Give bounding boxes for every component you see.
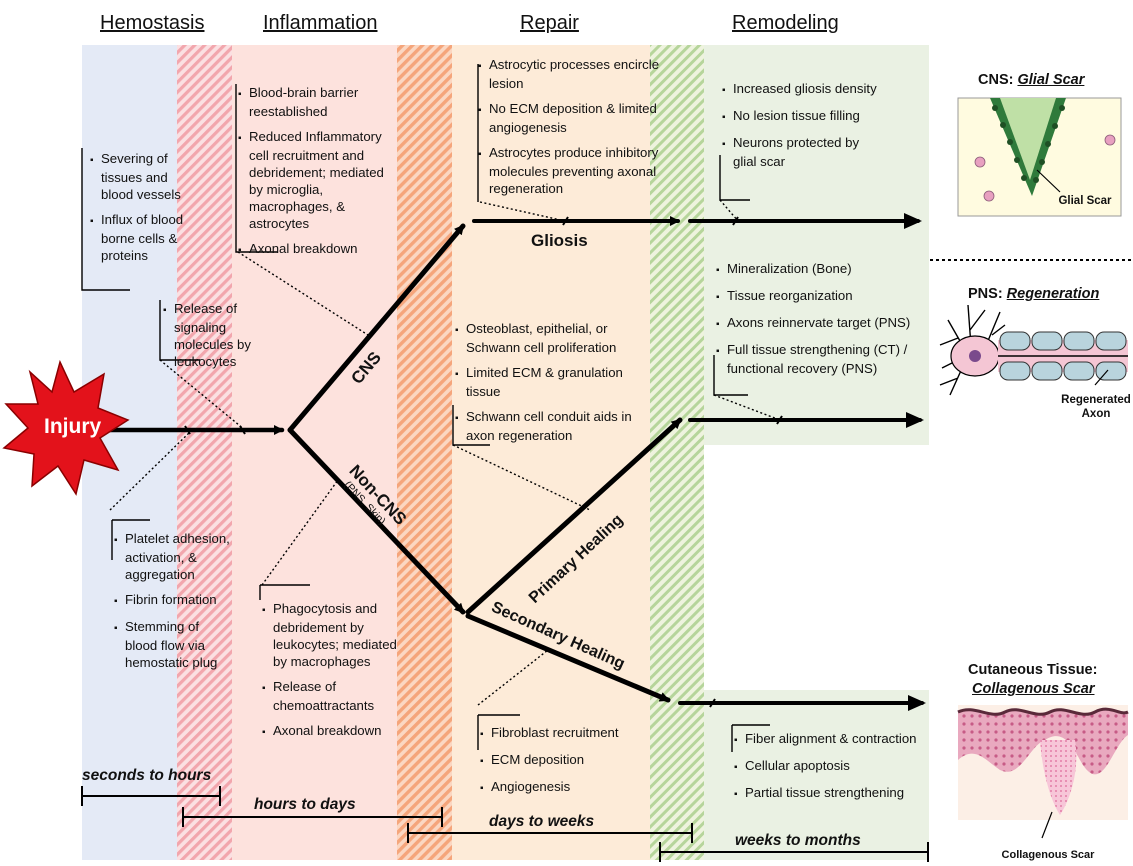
remodel-pns-notes: Mineralization (Bone) Tissue reorganizati… (716, 260, 931, 385)
bullet-item: Partial tissue strengthening (734, 784, 929, 803)
hemostasis-notes-bottom: Platelet adhesion, activation, & aggrega… (114, 530, 234, 679)
bullet-item: Increased gliosis density (722, 80, 882, 99)
timeline-seconds-to-hours: seconds to hours (82, 767, 212, 784)
bullet-item: Release of chemoattractants (262, 678, 412, 714)
regenerated-axon-label: Regenerated Axon (1061, 394, 1131, 420)
bullet-item: Fibrin formation (114, 591, 234, 610)
hemostasis-inflammation-overlap (177, 45, 232, 860)
timeline-weeks-to-months: weeks to months (735, 832, 861, 849)
pathway-arrows (107, 213, 926, 711)
bullet-item: Release of signaling molecules by leukoc… (163, 300, 288, 370)
label-gliosis: Gliosis (531, 231, 588, 250)
remodel-cns-notes: Increased gliosis density No lesion tissu… (722, 80, 882, 178)
bullet-item: Platelet adhesion, activation, & aggrega… (114, 530, 234, 583)
cns-outcome-name: Glial Scar (1017, 72, 1085, 88)
bullet-item: Fiber alignment & contraction (734, 730, 929, 749)
pns-outcome-name: Regeneration (1006, 286, 1100, 302)
bullet-item: Phagocytosis and debridement by leukocyt… (262, 600, 412, 670)
bullet-item: Mineralization (Bone) (716, 260, 931, 279)
timeline-days-to-weeks: days to weeks (489, 813, 595, 830)
pns-outcome-prefix: PNS: (968, 286, 1007, 302)
bullet-item: Tissue reorganization (716, 287, 931, 306)
inflammation-cns-notes: Blood-brain barrier reestablishedReduced… (238, 84, 388, 267)
injury-starburst (2, 359, 130, 496)
bullet-item: Blood-brain barrier reestablished (238, 84, 388, 120)
glial-scar-label: Glial Scar (1058, 195, 1112, 207)
remodel-skin-notes: Fiber alignment & contractionCellular ap… (734, 730, 929, 811)
bullet-item: Stemming of blood flow via hemostatic pl… (114, 618, 234, 671)
bullet-item: Influx of blood borne cells & proteins (90, 211, 186, 264)
hemostasis-notes-top: Severing of tissues and blood vesselsInf… (90, 150, 186, 272)
bullet-item: Fibroblast recruitment (480, 724, 640, 743)
glial-scar-illustration (957, 97, 1122, 217)
bullet-item: Astrocytes produce inhibitory molecules … (478, 144, 683, 197)
bullet-item: No ECM deposition & limited angiogenesis (478, 100, 683, 136)
bullet-item: Reduced Inflammatory cell recruitment an… (238, 128, 388, 232)
injury-label: Injury (44, 415, 102, 438)
phase-title-repair: Repair (520, 12, 579, 34)
bullet-item: ECM deposition (480, 751, 640, 770)
bullet-item: Axons reinnervate target (PNS) (716, 314, 931, 333)
bullet-item: Axonal breakdown (238, 240, 388, 259)
bullet-item: Angiogenesis (480, 778, 640, 797)
collagenous-scar-illustration (957, 705, 1129, 839)
repair-cns-notes: Astrocytic processes encircle lesion No E… (478, 56, 683, 205)
inflammation-noncns-notes: Phagocytosis and debridement by leukocyt… (262, 600, 412, 749)
skin-outcome-title-1: Cutaneous Tissue: (968, 662, 1098, 678)
bullet-item: Neurons protected by glial scar (722, 134, 882, 170)
bullet-item: Severing of tissues and blood vessels (90, 150, 186, 203)
collagenous-scar-label: Collagenous Scar (1001, 849, 1095, 861)
signaling-note: Release of signaling molecules by leukoc… (163, 300, 288, 378)
cns-outcome-prefix: CNS: (978, 72, 1018, 88)
repair-primary-notes: Osteoblast, epithelial, or Schwann cell … (455, 320, 655, 452)
repair-secondary-notes: Fibroblast recruitmentECM depositionAngi… (480, 724, 640, 805)
bullet-item: Axonal breakdown (262, 722, 412, 741)
bullet-item: Schwann cell conduit aids in axon regene… (455, 408, 655, 444)
skin-outcome-title-2: Collagenous Scar (972, 681, 1095, 697)
bullet-item: Cellular apoptosis (734, 757, 929, 776)
regenerated-axon-illustration (939, 304, 1128, 396)
bullet-item: Limited ECM & granulation tissue (455, 364, 655, 400)
cns-outcome-title: CNS: Glial Scar (978, 72, 1084, 88)
phase-title-remodeling: Remodeling (732, 12, 839, 34)
bullet-item: Osteoblast, epithelial, or Schwann cell … (455, 320, 655, 356)
bullet-item: Full tissue strengthening (CT) / functio… (716, 341, 931, 377)
bullet-item: No lesion tissue filling (722, 107, 882, 126)
phase-title-inflammation: Inflammation (263, 12, 378, 34)
bullet-item: Astrocytic processes encircle lesion (478, 56, 683, 92)
phase-title-hemostasis: Hemostasis (100, 12, 205, 34)
timeline-hours-to-days: hours to days (254, 796, 356, 813)
pns-outcome-title: PNS: Regeneration (968, 286, 1099, 302)
